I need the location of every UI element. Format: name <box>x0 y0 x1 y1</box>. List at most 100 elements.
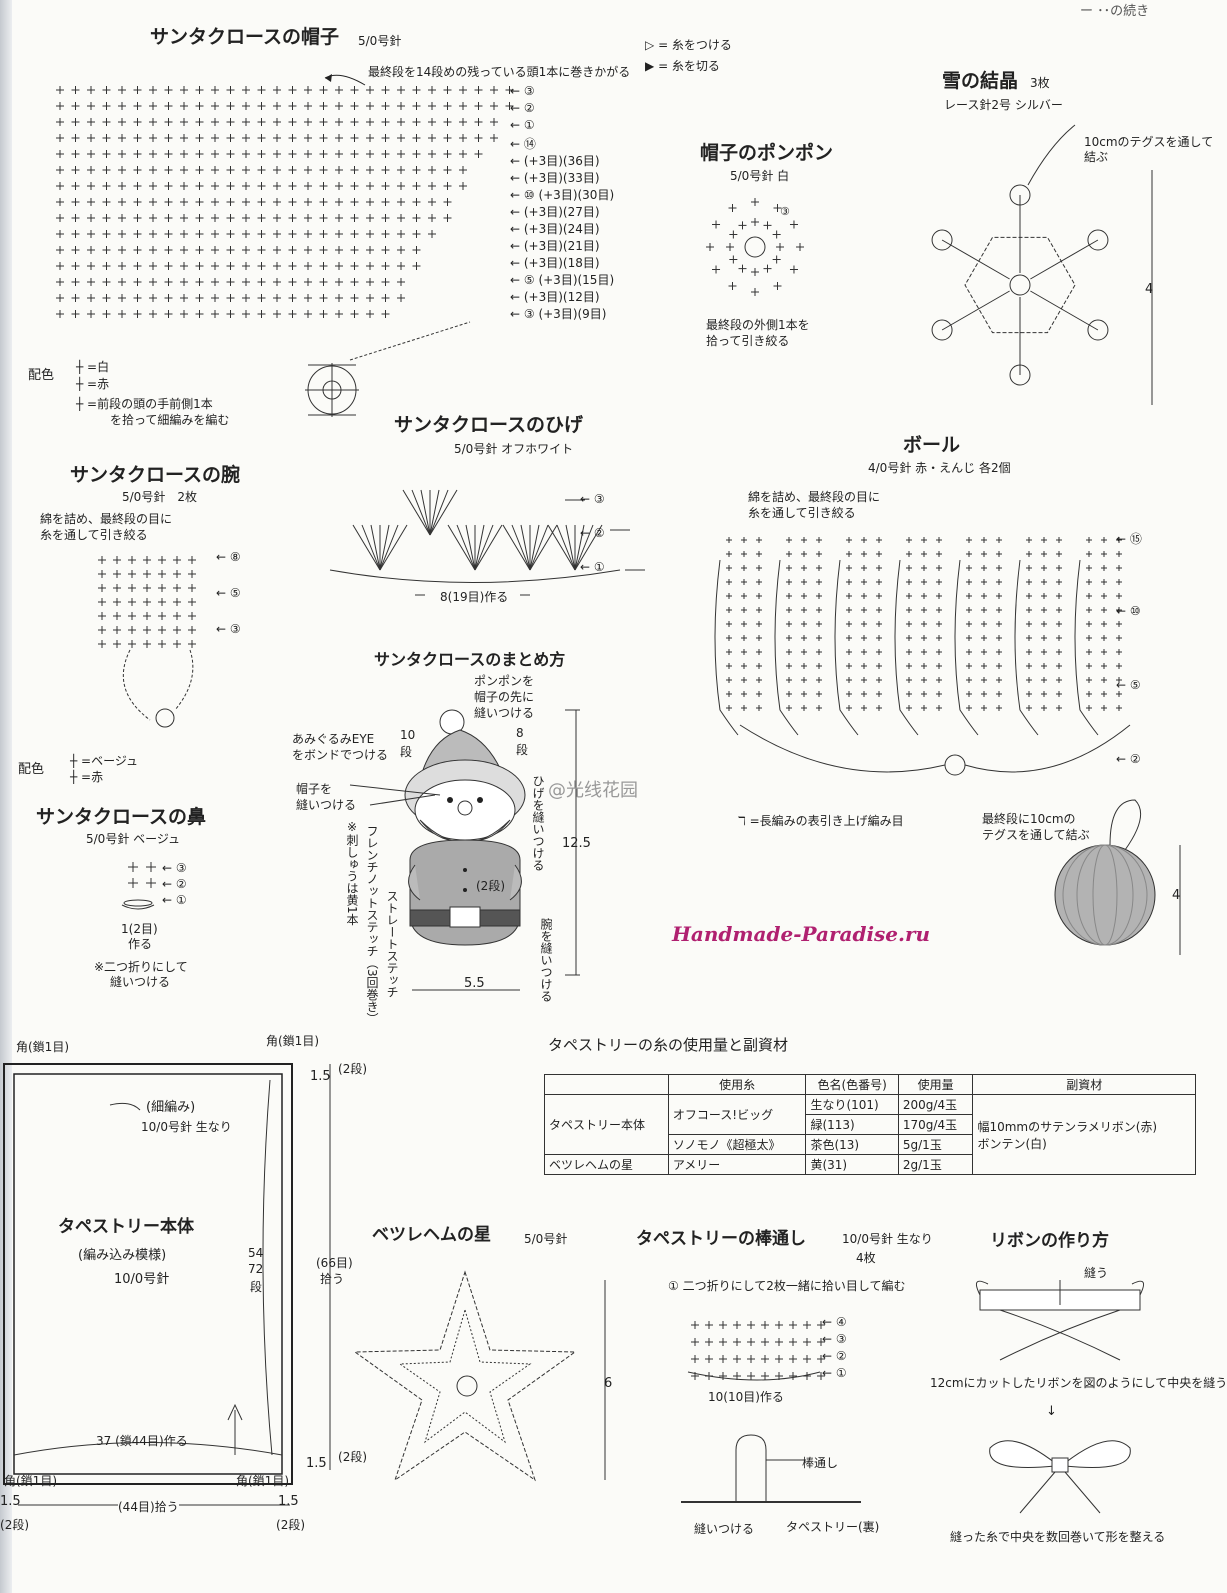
stitch-mark <box>1086 593 1092 599</box>
stitch-mark <box>1086 565 1092 571</box>
assembly-pompom-2: 帽子の先に <box>474 690 535 704</box>
stitch-mark <box>273 294 281 302</box>
hat-color-white-text: =白 <box>87 360 110 374</box>
stitch-mark <box>936 565 942 571</box>
beard-fan-stitch <box>574 524 585 571</box>
tapestry-dim-left-rows-n: 2 <box>4 1518 13 1532</box>
nose-note-1: ※二つ折りにして <box>94 960 188 974</box>
stitch-mark <box>996 663 1002 669</box>
stitch-mark <box>1101 565 1107 571</box>
stitch-mark <box>195 310 204 318</box>
stitch-mark <box>102 134 111 142</box>
stitch-mark <box>304 278 312 286</box>
stitch-mark <box>273 86 281 94</box>
stitch-mark <box>726 677 732 683</box>
stitch-mark <box>728 204 737 213</box>
stitch-mark <box>102 230 111 238</box>
stitch-mark <box>98 570 106 578</box>
stitch-mark <box>921 593 927 599</box>
stitch-mark <box>226 134 235 142</box>
stitch-mark <box>164 118 173 126</box>
hat-color-red: ┼ =赤 <box>76 377 110 391</box>
stitch-mark <box>195 134 204 142</box>
ribbon-step1 <box>975 1280 1145 1361</box>
stitch-mark <box>741 649 747 655</box>
stitch-mark <box>366 118 374 126</box>
stitch-mark <box>876 677 882 683</box>
snowflake-arm <box>1030 239 1099 280</box>
stitch-mark <box>846 649 852 655</box>
stitch-mark <box>726 579 732 585</box>
stitch-mark <box>756 705 762 711</box>
stitch-mark <box>56 166 64 174</box>
stitch-mark <box>133 294 142 302</box>
ball-stitch-symbol: ℸ =長編みの表引き上げ編み目 <box>738 814 904 828</box>
stitch-mark <box>733 1372 741 1380</box>
stitch-mark <box>102 182 111 190</box>
stitch-mark <box>149 182 157 190</box>
stitch-mark <box>936 663 942 669</box>
tapestry-foundation: 37 (鎖44目)作る <box>96 1434 188 1448</box>
stitch-mark <box>188 570 196 578</box>
assembly-eye-2: をボンドでつける <box>292 748 389 762</box>
yarn-table: 使用糸 色名(色番号) 使用量 副資材 タペストリー本体 オフコース!ビッグ 生… <box>544 1074 1196 1175</box>
stitch-mark <box>381 278 390 286</box>
stitch-mark <box>319 294 328 302</box>
ball-rib-line <box>954 559 979 736</box>
stitch-mark <box>87 230 95 238</box>
tapestry-dim-top-rows: (2段) <box>338 1062 368 1076</box>
hat-row-label: ← ② <box>510 101 535 115</box>
stitch-mark <box>981 565 987 571</box>
stitch-mark <box>288 182 297 190</box>
stitch-mark <box>304 134 312 142</box>
stitch-mark <box>164 230 173 238</box>
stitch-mark <box>366 182 374 190</box>
stitch-mark <box>381 230 390 238</box>
beard-fan-stitch <box>511 524 531 571</box>
stitch-mark <box>164 246 173 254</box>
stitch-mark <box>996 677 1002 683</box>
stitch-mark <box>180 118 188 126</box>
stitch-mark <box>1026 649 1032 655</box>
stitch-mark <box>443 166 452 174</box>
ball-rib-line <box>1014 559 1039 736</box>
stitch-mark <box>242 278 250 286</box>
beard-fan-stitch <box>547 524 576 571</box>
stitch-mark <box>164 294 173 302</box>
stitch-mark <box>56 102 64 110</box>
tapestry-title: タペストリー本体 <box>58 1217 194 1237</box>
hat-row-label: ← (+3目)(21目) <box>510 239 600 253</box>
stitch-mark <box>366 278 374 286</box>
stitch-mark <box>846 593 852 599</box>
stitch-mark <box>981 551 987 557</box>
stitch-mark <box>128 598 136 606</box>
stitch-mark <box>726 691 732 697</box>
stitch-mark <box>906 607 912 613</box>
stitch-mark <box>1041 551 1047 557</box>
stitch-mark <box>761 1321 769 1329</box>
stitch-mark <box>56 278 64 286</box>
beard-fan-stitch <box>429 489 440 536</box>
yarn-materials-1: 幅10mmのサテンラメリボン(赤) <box>977 1119 1158 1134</box>
stitch-mark <box>319 262 328 270</box>
stitch-mark <box>128 570 136 578</box>
stitch-mark <box>118 134 126 142</box>
stitch-mark <box>188 584 196 592</box>
hat-color-red-text: =赤 <box>87 377 110 391</box>
stitch-mark <box>397 150 405 158</box>
arm-title: サンタクロースの腕 <box>70 464 241 486</box>
stitch-mark <box>164 134 173 142</box>
stitch-mark <box>304 230 312 238</box>
svg-text:③: ③ <box>780 205 790 218</box>
stitch-mark <box>1116 677 1122 683</box>
stitch-mark <box>257 102 266 110</box>
beard-fan-stitch <box>574 524 594 571</box>
rod-note: ① 二つ折りにして2枚一緒に拾い目して編む <box>668 1279 906 1293</box>
stitch-mark <box>719 1338 727 1346</box>
stitch-mark <box>966 565 972 571</box>
stitch-mark <box>816 579 822 585</box>
stitch-mark <box>226 310 235 318</box>
stitch-mark <box>801 565 807 571</box>
ball-rib-line <box>894 559 919 736</box>
stitch-mark <box>335 310 343 318</box>
